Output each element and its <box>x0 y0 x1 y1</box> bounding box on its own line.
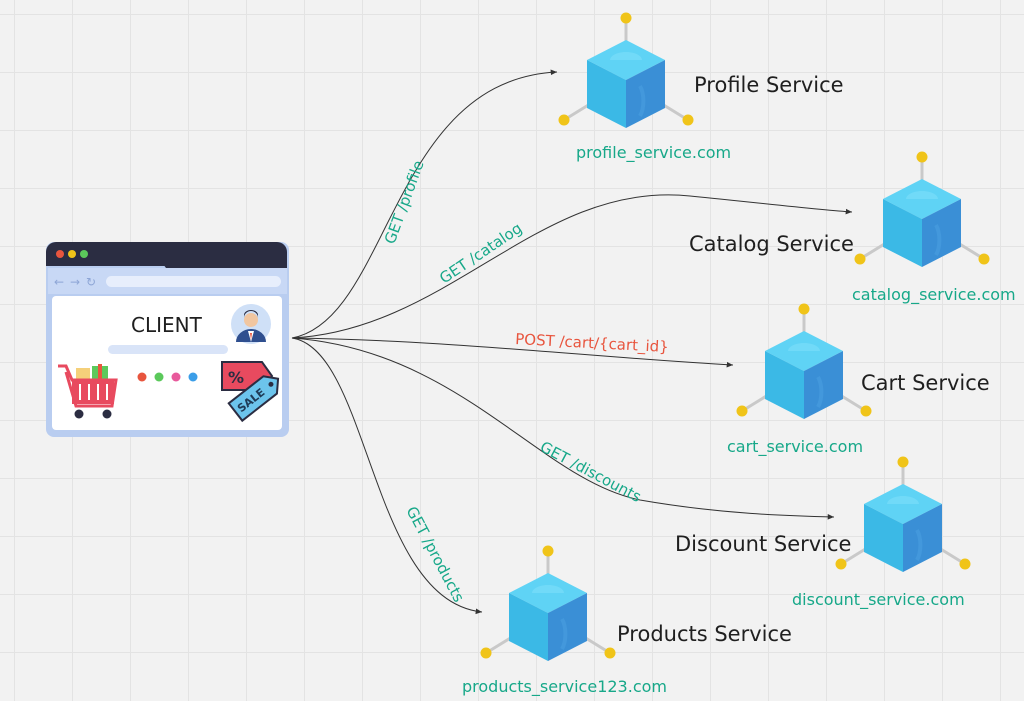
window-maximize-dot <box>80 250 88 258</box>
cart-connector <box>291 337 734 368</box>
route-label-catalog: GET /catalog <box>436 219 525 287</box>
service-title: Catalog Service <box>689 232 854 256</box>
shopping-cart-icon <box>58 364 118 419</box>
route-label-cart: POST /cart/{cart_id} <box>515 330 669 357</box>
carousel-dot <box>154 372 164 382</box>
progress-bar <box>108 345 228 354</box>
service-title: Profile Service <box>694 73 844 97</box>
service-catalog[interactable]: Catalog Service catalog_service.com <box>689 149 1016 306</box>
service-title: Products Service <box>617 622 792 646</box>
service-url: cart_service.com <box>727 437 863 457</box>
service-discount[interactable]: Discount Service discount_service.com <box>675 454 973 611</box>
service-profile[interactable]: Profile Service profile_service.com <box>556 10 844 164</box>
forward-arrow-icon: → <box>70 275 80 289</box>
catalog-connector <box>291 194 853 339</box>
cube-icon <box>852 149 992 269</box>
cube-icon <box>556 10 696 130</box>
service-cart[interactable]: Cart Service cart_service.com <box>727 301 990 458</box>
client-node[interactable]: ← → ↻ CLIENT <box>46 242 289 437</box>
products-connector <box>291 337 483 615</box>
service-title: Discount Service <box>675 532 851 556</box>
window-close-dot <box>56 250 64 258</box>
carousel-dot <box>171 372 181 382</box>
service-title: Cart Service <box>861 371 990 395</box>
window-minimize-dot <box>68 250 76 258</box>
route-label-profile: GET /profile <box>381 158 428 246</box>
carousel-dot <box>188 372 198 382</box>
service-url: catalog_service.com <box>852 285 1016 305</box>
route-label-discounts: GET /discounts <box>537 438 644 506</box>
cube-icon <box>478 543 618 663</box>
discounts-connector <box>291 337 835 520</box>
service-url: discount_service.com <box>792 590 965 610</box>
client-label: CLIENT <box>131 313 203 337</box>
service-products[interactable]: Products Service products_service123.com <box>462 543 792 698</box>
address-bar <box>106 276 281 287</box>
avatar-icon <box>231 304 271 344</box>
discount-symbol: % <box>228 368 244 387</box>
route-label-products: GET /products <box>402 503 468 605</box>
service-url: profile_service.com <box>576 143 731 163</box>
sale-tag-icon: % SALE <box>221 361 280 423</box>
back-arrow-icon: ← <box>54 275 64 289</box>
profile-connector <box>291 69 558 339</box>
cube-icon <box>734 301 874 421</box>
connectors <box>291 69 853 615</box>
cube-icon <box>833 454 973 574</box>
reload-icon: ↻ <box>86 275 96 289</box>
carousel-dot <box>137 372 147 382</box>
service-url: products_service123.com <box>462 677 667 697</box>
